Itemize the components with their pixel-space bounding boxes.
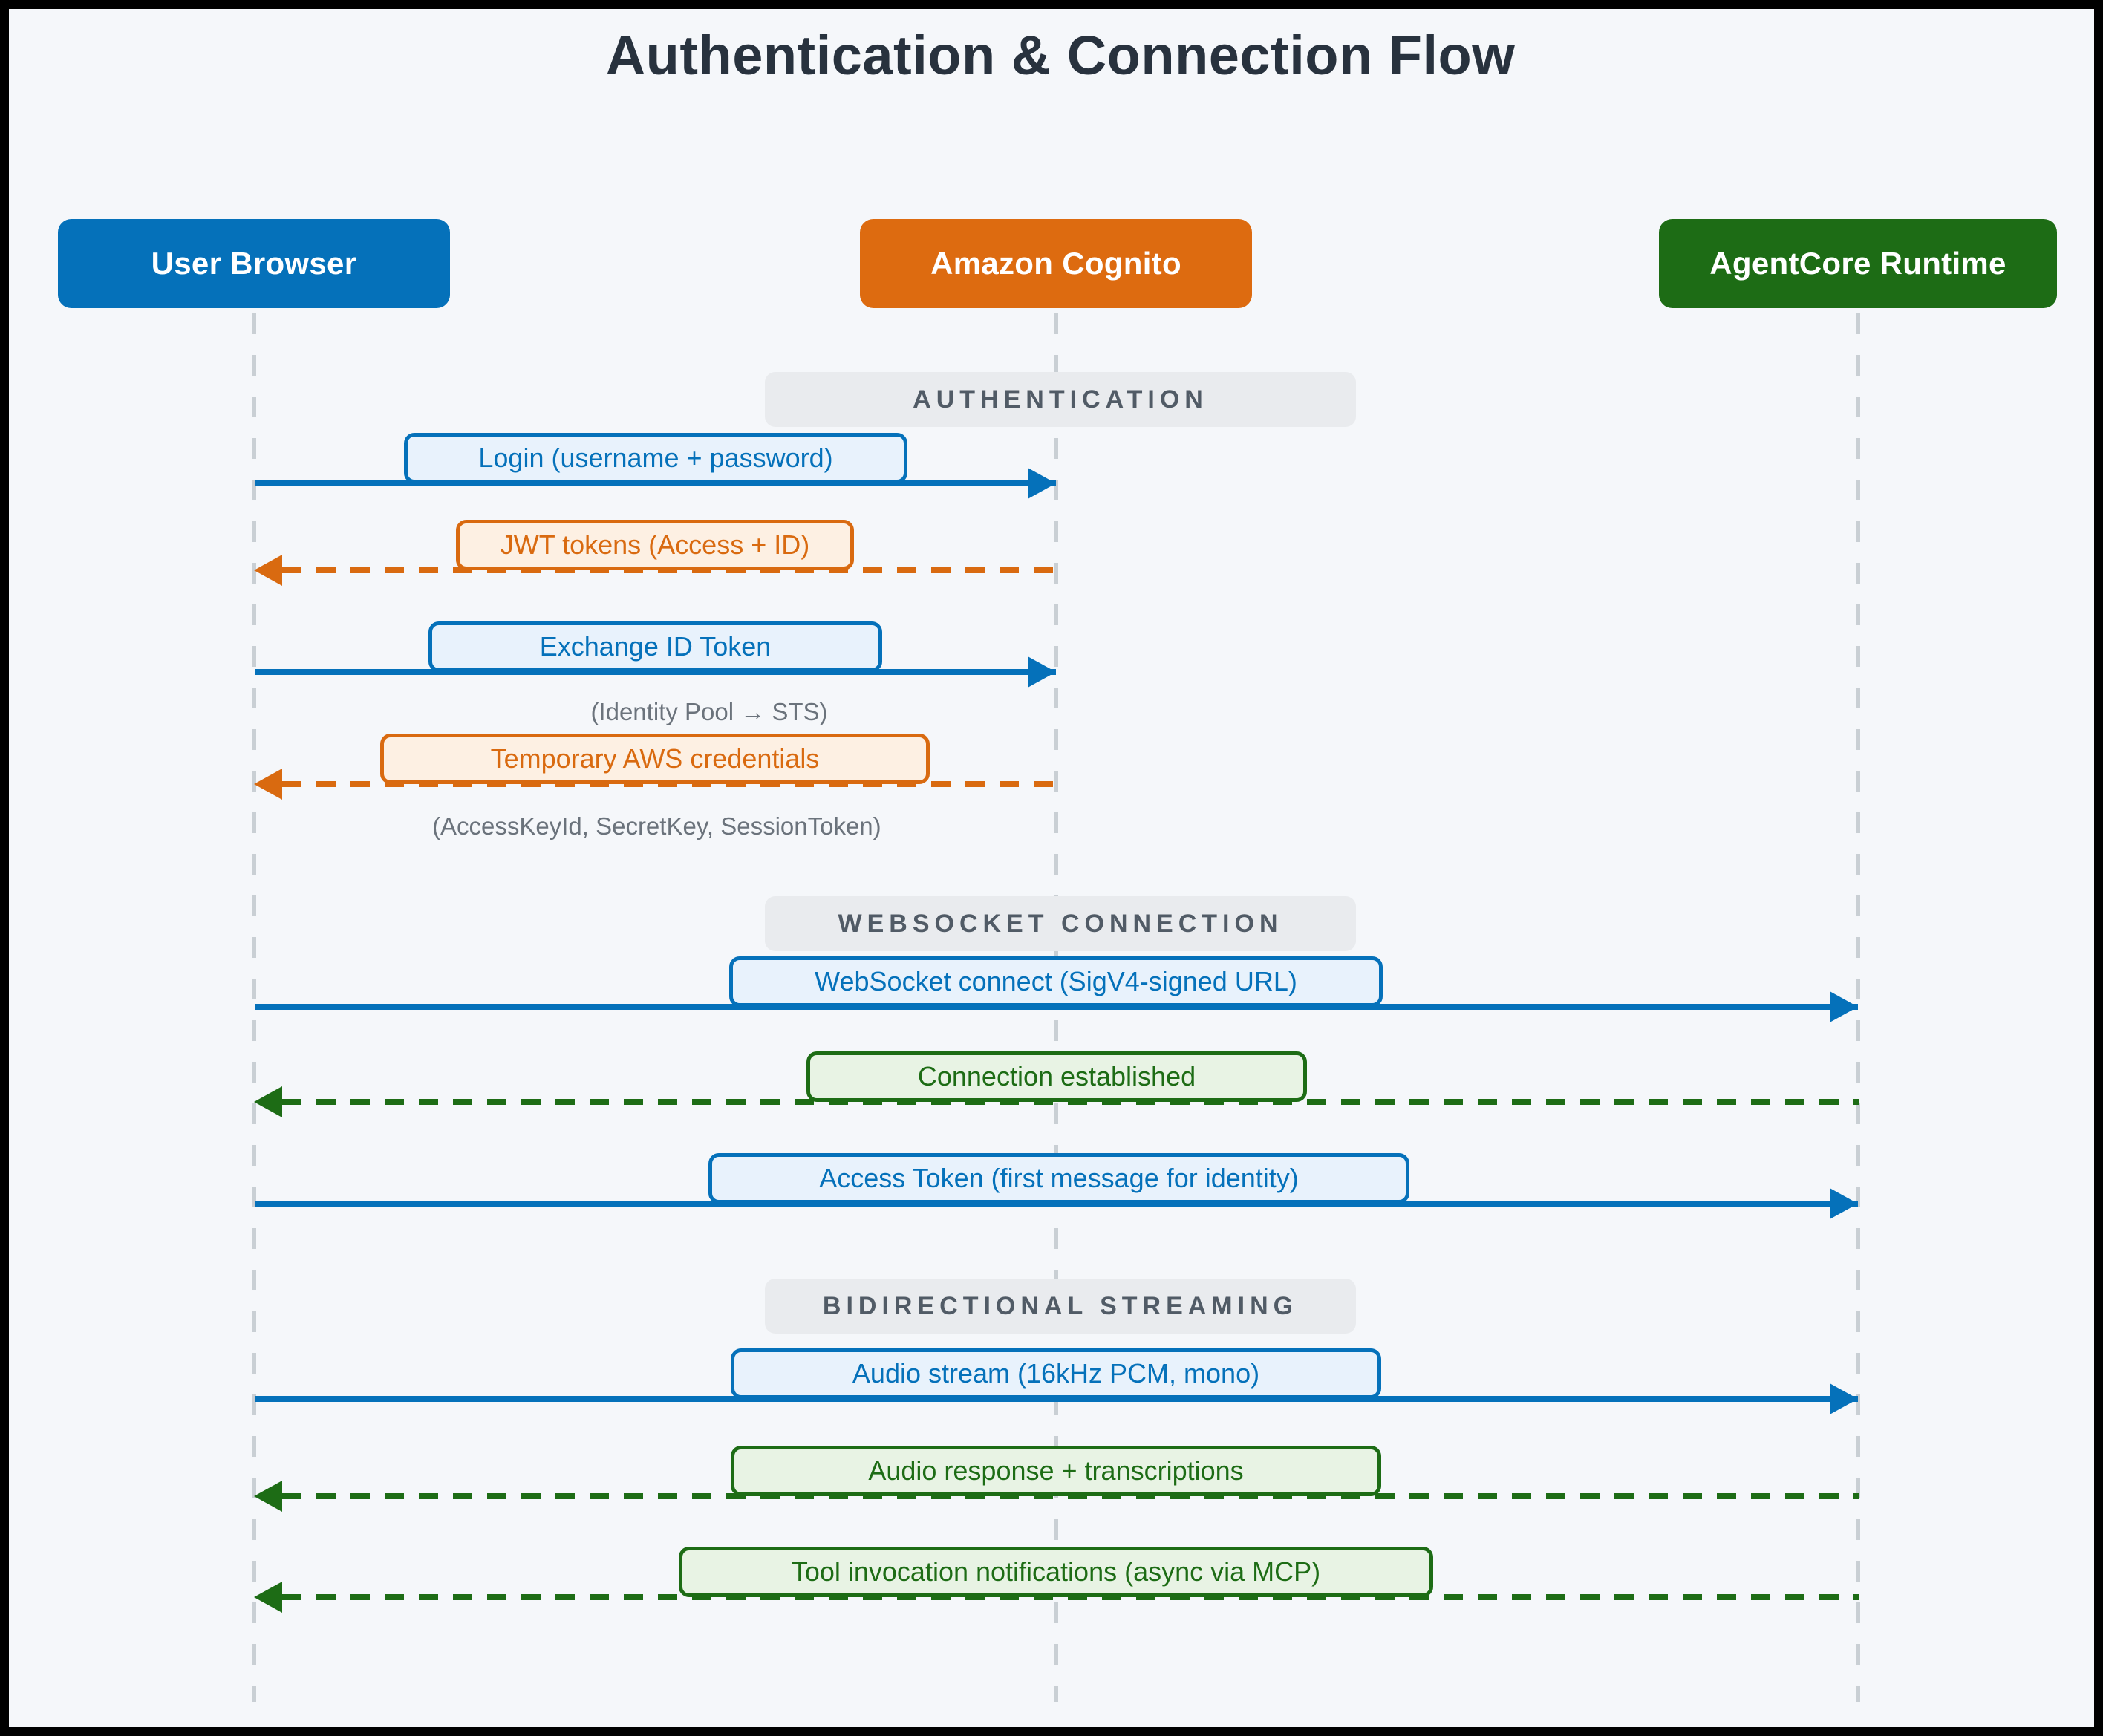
message-line [282, 781, 1057, 787]
message-label[interactable]: WebSocket connect (SigV4-signed URL) [729, 956, 1383, 1007]
note-identity-pool-sts: (Identity Pool → STS) [590, 698, 828, 725]
participant-amazon-cognito[interactable]: Amazon Cognito [860, 219, 1252, 308]
section-label: AUTHENTICATION [913, 385, 1208, 414]
arrowhead-right-icon [1830, 1188, 1858, 1219]
arrowhead-right-icon [1830, 991, 1858, 1022]
message-label[interactable]: Audio response + transcriptions [731, 1446, 1381, 1496]
page-title: Authentication & Connection Flow [605, 25, 1516, 86]
message-line [282, 1493, 1859, 1499]
lifeline-agentcore-runtime [1856, 313, 1860, 1702]
message-line [282, 1099, 1859, 1105]
message-label[interactable]: Temporary AWS credentials [380, 734, 930, 784]
message-line [255, 1201, 1858, 1207]
arrowhead-left-icon [254, 1086, 282, 1117]
message-label[interactable]: Login (username + password) [404, 433, 907, 483]
participant-label: Amazon Cognito [930, 246, 1181, 281]
section-label: BIDIRECTIONAL STREAMING [822, 1291, 1299, 1320]
arrowhead-right-icon [1830, 1383, 1858, 1414]
participant-label: AgentCore Runtime [1709, 246, 2006, 281]
message-line [282, 567, 1057, 573]
message-line [255, 480, 1056, 486]
arrowhead-left-icon [254, 1582, 282, 1613]
message-label[interactable]: Exchange ID Token [428, 621, 882, 672]
lifeline-user-browser [252, 313, 256, 1702]
message-label[interactable]: Access Token (first message for identity… [708, 1153, 1409, 1204]
arrowhead-left-icon [254, 769, 282, 800]
message-label[interactable]: Tool invocation notifications (async via… [679, 1547, 1433, 1597]
message-line [255, 669, 1056, 675]
participant-agentcore-runtime[interactable]: AgentCore Runtime [1659, 219, 2057, 308]
message-line [282, 1594, 1859, 1600]
participant-label: User Browser [151, 246, 357, 281]
section-header-bidirectional-streaming: BIDIRECTIONAL STREAMING [765, 1279, 1356, 1334]
section-label: WEBSOCKET CONNECTION [838, 909, 1283, 938]
participant-user-browser[interactable]: User Browser [58, 219, 450, 308]
message-line [255, 1004, 1858, 1010]
message-label[interactable]: JWT tokens (Access + ID) [456, 520, 854, 570]
message-line [255, 1396, 1858, 1402]
section-header-websocket-connection: WEBSOCKET CONNECTION [765, 896, 1356, 951]
note-credential-fields: (AccessKeyId, SecretKey, SessionToken) [432, 812, 881, 840]
message-label[interactable]: Connection established [806, 1051, 1307, 1102]
message-label[interactable]: Audio stream (16kHz PCM, mono) [731, 1348, 1381, 1399]
arrowhead-left-icon [254, 1481, 282, 1512]
section-header-authentication: AUTHENTICATION [765, 372, 1356, 427]
arrowhead-right-icon [1028, 656, 1056, 688]
arrowhead-right-icon [1028, 468, 1056, 499]
arrowhead-left-icon [254, 555, 282, 586]
